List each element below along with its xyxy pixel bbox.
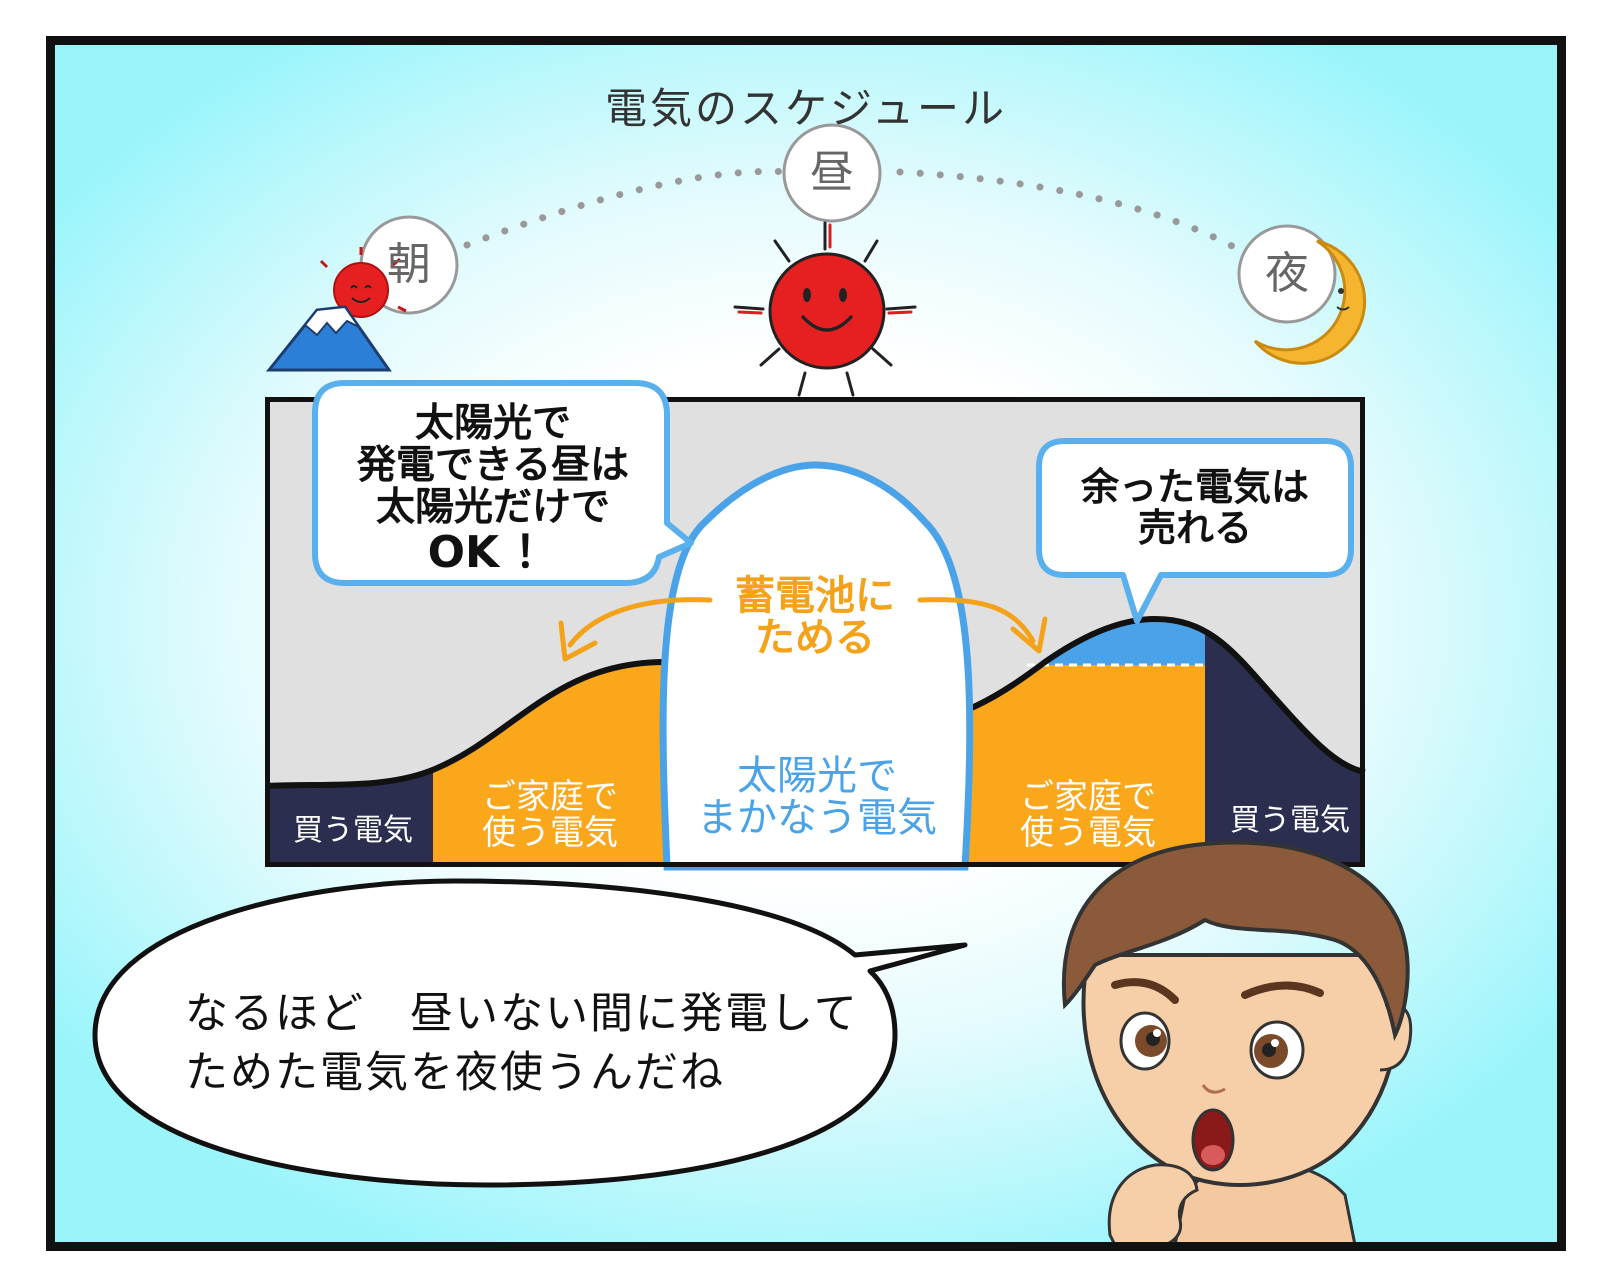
- home-use-label-left: ご家庭で 使う電気: [482, 777, 618, 853]
- hair: [1061, 840, 1410, 1042]
- battery-label: 蓄電池に ためる: [735, 573, 895, 661]
- callout-text-noon: 太陽光で 発電できる昼は 太陽光だけで OK ！: [356, 401, 630, 579]
- mount-fuji-icon: [265, 247, 407, 372]
- callout-shapes: [312, 380, 1354, 624]
- graph-frame: [265, 397, 1365, 867]
- noon-sun-icon: [733, 221, 917, 397]
- sun-path-dotted-arc-right: [896, 168, 1249, 257]
- sun-path-dotted-arc: [463, 167, 794, 249]
- page-title: 電気のスケジュール: [604, 84, 1008, 133]
- face: [1081, 953, 1401, 1187]
- morning-sun-icon: [333, 262, 389, 318]
- battery-arrow-right-head: [1010, 616, 1048, 654]
- buy-label-left: 買う電気: [293, 813, 413, 848]
- thinking-man-illustration: [1061, 840, 1413, 1242]
- noon-circle: [782, 123, 882, 223]
- speech-bubble: [92, 878, 968, 1188]
- callout-bubble-noon: [312, 380, 694, 586]
- callout-bubble-surplus: [1036, 438, 1354, 624]
- morning-label: 朝: [387, 239, 431, 290]
- comic-panel: 電気のスケジュール: [46, 36, 1566, 1251]
- speech-bubble-shape: [92, 878, 968, 1188]
- home-use-label-right: ご家庭で 使う電気: [1020, 777, 1156, 853]
- night-label: 夜: [1265, 248, 1309, 299]
- sky-illustration: [265, 123, 1367, 397]
- hand-on-chin: [1107, 1163, 1199, 1242]
- night-circle: [1237, 224, 1337, 324]
- buy-label-right: 買う電気: [1230, 803, 1350, 838]
- battery-arrow-right: [917, 597, 1036, 644]
- noon-label: 昼: [810, 147, 854, 198]
- solar-generation-bell: [659, 461, 974, 871]
- crescent-moon-icon: [1253, 239, 1367, 365]
- speech-text: なるほど 昼いない間に発電して ためた電気を夜使うんだね: [185, 989, 859, 1099]
- battery-arrow-left-head: [558, 620, 598, 662]
- callout-text-surplus: 余った電気は 売れる: [1080, 465, 1309, 551]
- solar-covered-label: 太陽光で まかなう電気: [697, 753, 937, 841]
- battery-arrow-left: [567, 597, 713, 648]
- man-avatar: [1061, 840, 1413, 1242]
